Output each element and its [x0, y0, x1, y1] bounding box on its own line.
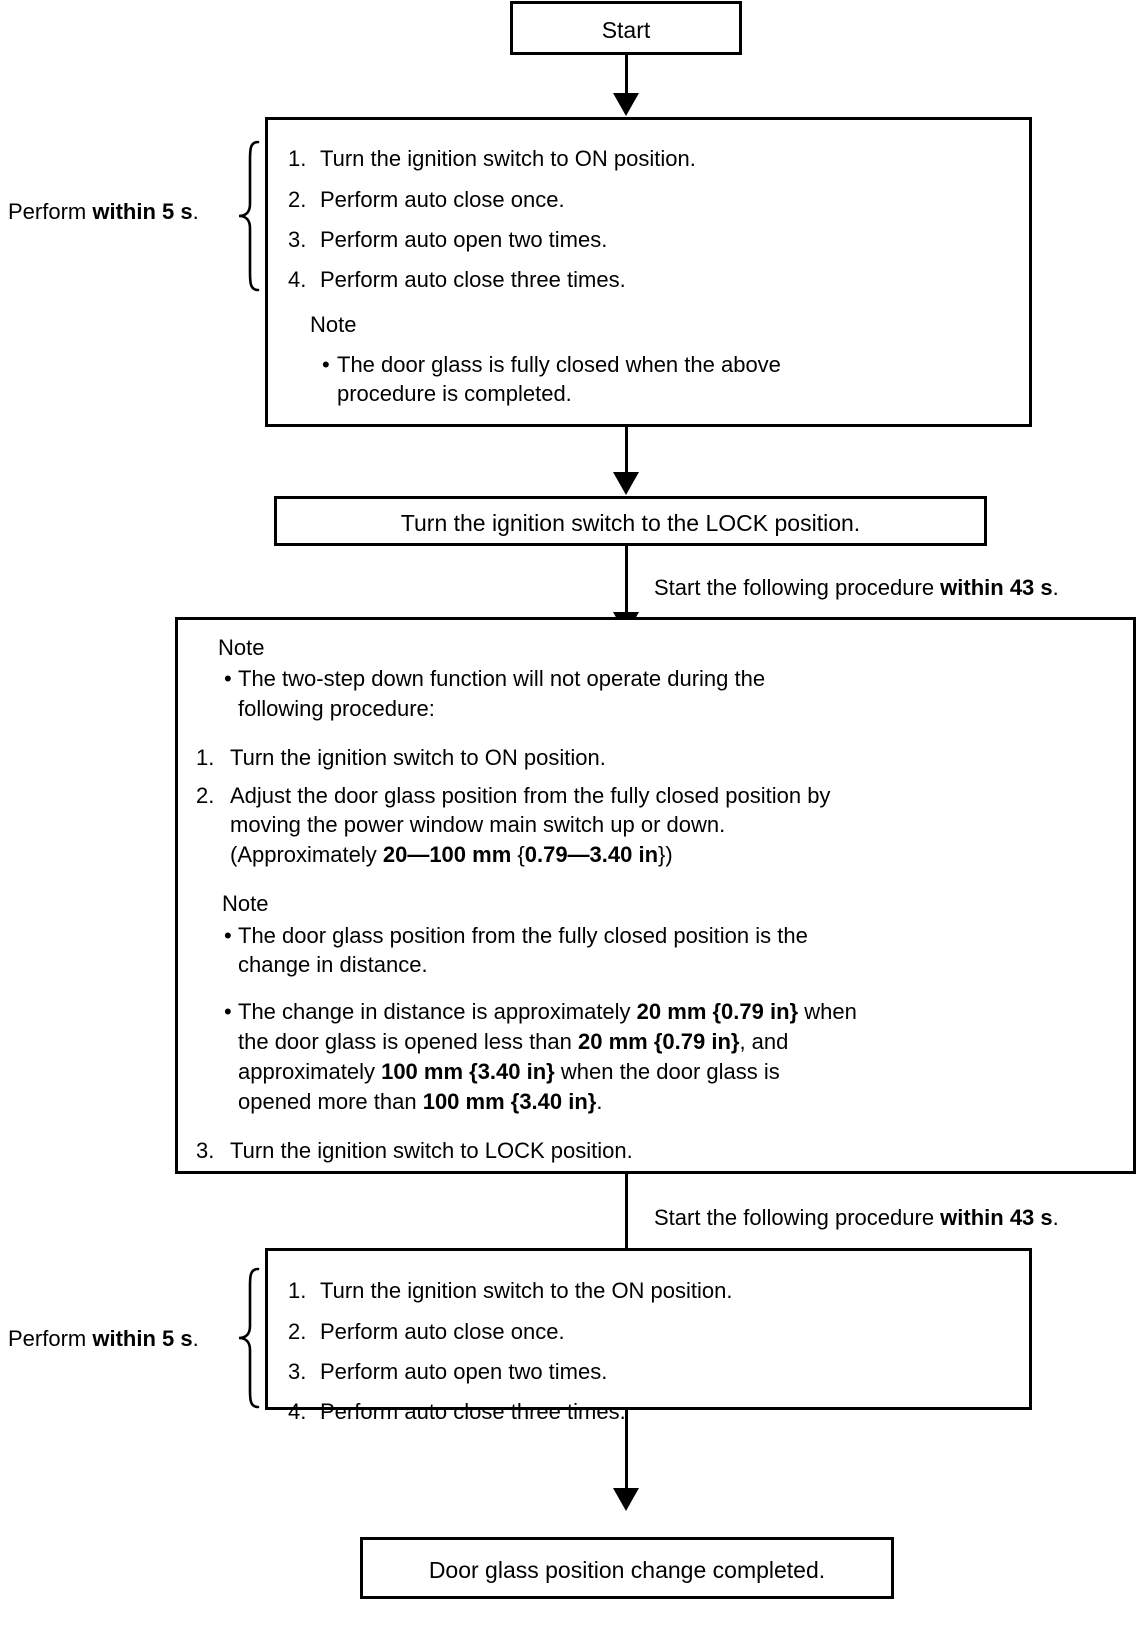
step2-approx-in-range: 0.79—3.40 in [524, 842, 659, 867]
connector-start-to-step1 [625, 55, 628, 110]
start-box: Start [510, 1, 742, 55]
step1-brace-icon [236, 140, 262, 292]
step2-note-top-bullet-icon: • [224, 666, 232, 691]
step2-note-mid2-l3-c: when the door glass is [554, 1059, 780, 1084]
step2-note-mid2-l1-c: when [798, 999, 857, 1024]
step2-note-mid2-bullet-icon: • [224, 999, 232, 1024]
step3-side-label-suffix: . [192, 1326, 199, 1351]
step2-item-2-line-1: Adjust the door glass position from the … [230, 783, 831, 808]
step3-box [265, 1248, 1032, 1410]
step2-approx-mm-range: 20—100 mm [382, 842, 518, 867]
step2-approx-brace-open: { [517, 842, 525, 867]
step2-approx-suffix: }) [658, 842, 673, 867]
step3-item-1-text: Turn the ignition switch to the ON posit… [320, 1278, 733, 1303]
step2-note-mid2-line-1: The change in distance is approximately … [238, 997, 857, 1027]
arrow-label-1-prefix: Start the following procedure [654, 575, 941, 600]
step1-box [265, 117, 1032, 427]
step1-item-4-num: 4. [288, 267, 307, 292]
step1-note-line-2: procedure is completed. [337, 381, 572, 406]
lock-position-box: Turn the ignition switch to the LOCK pos… [274, 496, 987, 546]
step2-note-mid2-l1-a: The change in distance is approximately [238, 999, 637, 1024]
step2-note-mid2-l1-b: 20 mm {0.79 in} [636, 999, 799, 1024]
step1-side-label: Perform within 5 s. [8, 198, 199, 226]
step1-item-3-text: Perform auto open two times. [320, 227, 608, 252]
arrow-label-1-suffix: . [1052, 575, 1059, 600]
step2-item-3-text: Turn the ignition switch to LOCK positio… [230, 1138, 633, 1163]
connector-step3-to-end [625, 1410, 628, 1500]
step2-note-mid2-l4-c: . [596, 1089, 603, 1114]
step3-side-label-prefix: Perform [8, 1326, 93, 1351]
step3-side-label-bold: within 5 s [92, 1326, 193, 1351]
step2-item-3-num: 3. [196, 1138, 215, 1163]
step1-item-2-text: Perform auto close once. [320, 187, 565, 212]
connector-step2-to-step3 [625, 1174, 628, 1289]
step1-side-label-prefix: Perform [8, 199, 93, 224]
step2-note-top-line-1: The two-step down function will not oper… [238, 666, 766, 691]
arrowhead-start-to-step1 [613, 93, 639, 116]
step3-item-4-text: Perform auto close three times. [320, 1399, 626, 1424]
step2-note-mid2-l3-b: 100 mm {3.40 in} [381, 1059, 555, 1084]
step3-item-4-num: 4. [288, 1399, 307, 1424]
arrow-label-2-bold: within 43 s [940, 1205, 1053, 1230]
step2-note-mid-line-2: change in distance. [238, 952, 428, 977]
arrow-label-1-bold: within 43 s [940, 575, 1053, 600]
step2-note-top-line-2: following procedure: [238, 696, 435, 721]
connector-lock-to-step2 [625, 546, 628, 626]
step1-item-1-text: Turn the ignition switch to ON position. [320, 146, 696, 171]
step1-item-1-num: 1. [288, 146, 307, 171]
lock-position-box-label: Turn the ignition switch to the LOCK pos… [400, 510, 861, 536]
step2-note-mid-line-1: The door glass position from the fully c… [238, 923, 808, 948]
step2-item-1-num: 1. [196, 745, 215, 770]
arrowhead-step1-to-lock [613, 472, 639, 495]
step3-item-3-text: Perform auto open two times. [320, 1359, 608, 1384]
step2-note-mid2-line-4: opened more than 100 mm {3.40 in}. [238, 1087, 603, 1117]
step2-item-1-text: Turn the ignition switch to ON position. [230, 745, 606, 770]
step1-side-label-suffix: . [192, 199, 199, 224]
step3-side-label: Perform within 5 s. [8, 1325, 199, 1353]
step2-approx-prefix: (Approximately [230, 842, 383, 867]
start-box-label: Start [601, 17, 651, 43]
step1-item-4-text: Perform auto close three times. [320, 267, 626, 292]
step2-item-2-num: 2. [196, 783, 215, 808]
step1-item-3-num: 3. [288, 227, 307, 252]
step3-item-2-num: 2. [288, 1319, 307, 1344]
connector-step1-to-lock [625, 427, 628, 489]
arrow-label-within-43s-first: Start the following procedure within 43 … [654, 574, 1059, 602]
arrowhead-step3-to-end [613, 1488, 639, 1511]
step1-item-2-num: 2. [288, 187, 307, 212]
step2-note-mid2-l4-a: opened more than [238, 1089, 423, 1114]
step2-note-mid2-l3-a: approximately [238, 1059, 382, 1084]
step2-note-mid-header: Note [222, 891, 269, 916]
arrow-label-2-suffix: . [1052, 1205, 1059, 1230]
step2-note-mid2-l2-b: 20 mm {0.79 in} [578, 1029, 740, 1054]
step2-note-mid2-l2-a: the door glass is opened less than [238, 1029, 579, 1054]
arrow-label-within-43s-second: Start the following procedure within 43 … [654, 1204, 1059, 1232]
step2-note-top-header: Note [218, 635, 265, 660]
step2-note-mid2-l4-b: 100 mm {3.40 in} [422, 1089, 597, 1114]
step2-note-mid2-line-2: the door glass is opened less than 20 mm… [238, 1027, 788, 1057]
step2-note-mid2-line-3: approximately 100 mm {3.40 in} when the … [238, 1057, 780, 1087]
step2-box [175, 617, 1136, 1174]
step3-item-1-num: 1. [288, 1278, 307, 1303]
step1-note-line-1: The door glass is fully closed when the … [337, 352, 781, 377]
step3-item-3-num: 3. [288, 1359, 307, 1384]
step3-brace-icon [236, 1267, 262, 1409]
arrow-label-2-prefix: Start the following procedure [654, 1205, 941, 1230]
end-box-label: Door glass position change completed. [428, 1557, 826, 1583]
step1-note-header: Note [310, 312, 357, 337]
step1-note-bullet-icon: • [322, 352, 330, 377]
step3-item-2-text: Perform auto close once. [320, 1319, 565, 1344]
step2-item-2-line-3: (Approximately 20—100 mm {0.79—3.40 in}) [230, 840, 673, 870]
step2-note-mid2-l2-c: , and [739, 1029, 789, 1054]
step2-item-2-line-2: moving the power window main switch up o… [230, 812, 726, 837]
step2-note-mid-bullet-icon: • [224, 923, 232, 948]
end-box: Door glass position change completed. [360, 1537, 894, 1599]
step1-side-label-bold: within 5 s [92, 199, 193, 224]
